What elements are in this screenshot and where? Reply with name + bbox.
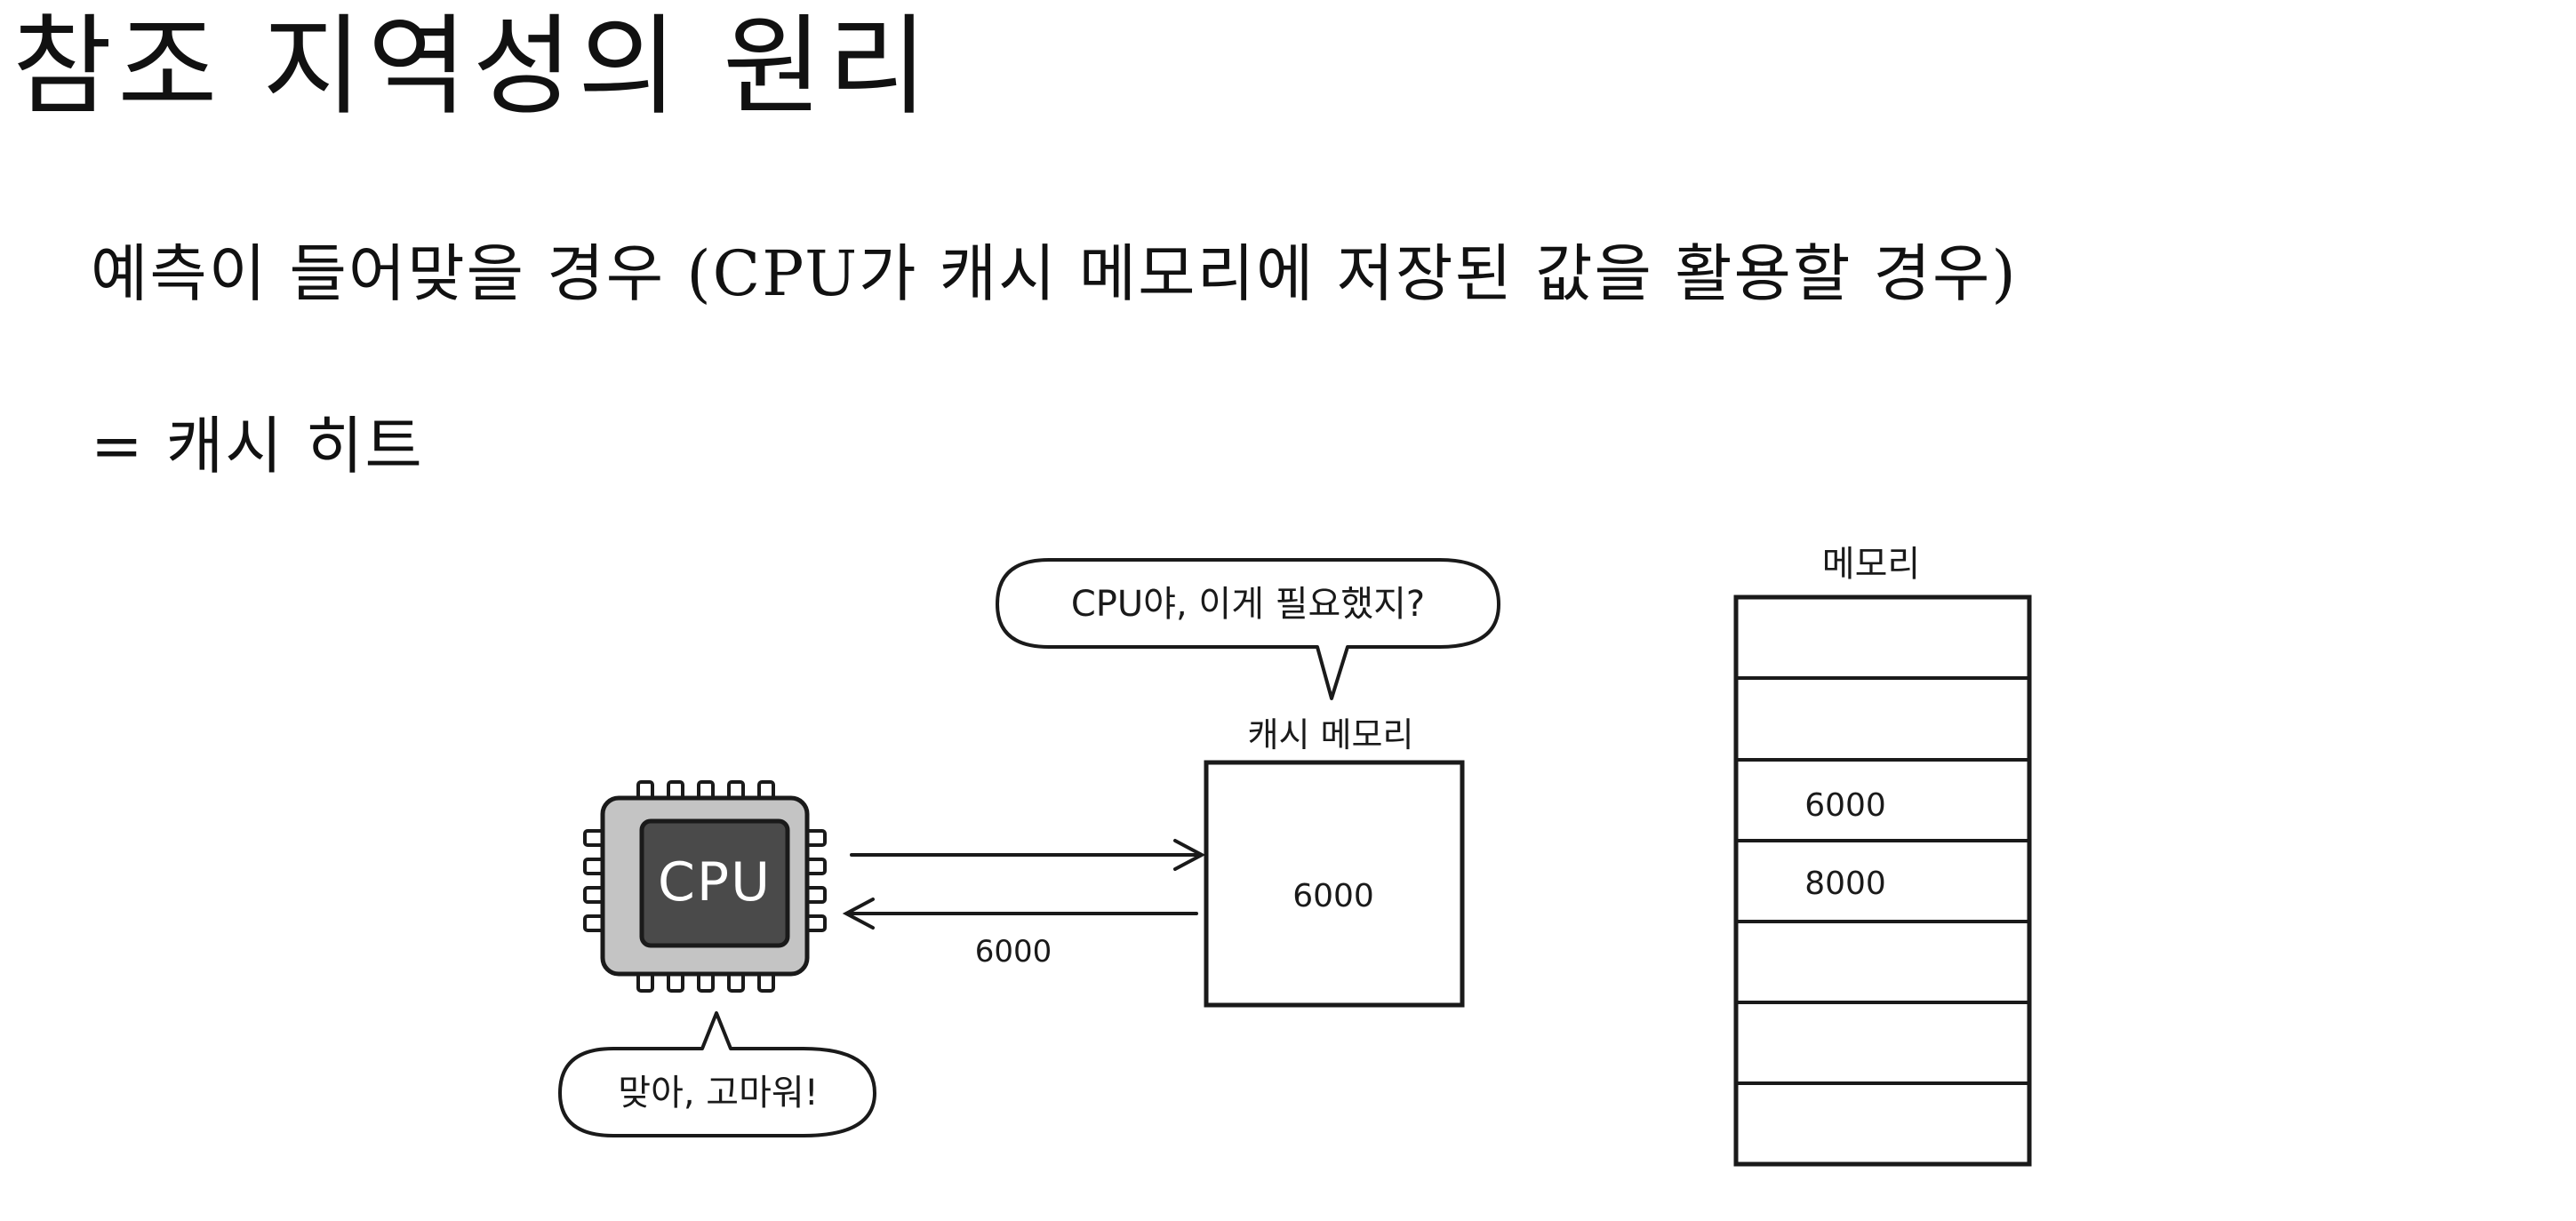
cpu-chip: CPU xyxy=(583,780,827,993)
cache-memory-box xyxy=(1204,760,1465,1008)
memory-table: 6000 8000 xyxy=(1733,595,2032,1167)
cpu-chip-core xyxy=(639,818,790,948)
cpu-speech-text: 맞아, 고마워! xyxy=(618,1073,818,1113)
memory-title: 메모리 xyxy=(1822,544,1920,585)
cache-speech-bubble: CPU야, 이게 필요했지? xyxy=(996,558,1500,700)
slide-title: 참조 지역성의 원리 xyxy=(12,4,933,130)
request-arrow xyxy=(850,839,1206,871)
memory-cell: 8000 xyxy=(1804,866,1886,902)
cache-hit-equation: = 캐시 히트 xyxy=(91,410,424,483)
slide-subtitle: 예측이 들어맞을 경우 (CPU가 캐시 메모리에 저장된 값을 활용할 경우) xyxy=(91,237,2018,310)
cache-title: 캐시 메모리 xyxy=(1248,715,1414,754)
cache-value: 6000 xyxy=(1292,878,1374,914)
memory-cell: 6000 xyxy=(1804,787,1886,824)
response-arrow xyxy=(842,898,1198,930)
cpu-label: CPU xyxy=(658,851,772,914)
cache-speech-text: CPU야, 이게 필요했지? xyxy=(1071,584,1425,625)
response-value: 6000 xyxy=(975,934,1052,970)
cpu-speech-bubble: 맞아, 고마워! xyxy=(558,1011,876,1137)
